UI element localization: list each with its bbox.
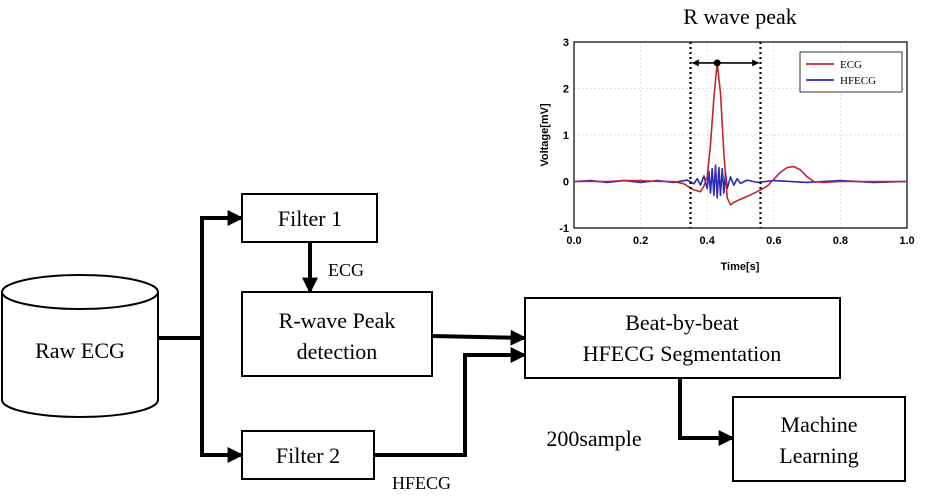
edge-raw-to-filter1 — [158, 210, 244, 340]
x-tick-label: 0.0 — [566, 235, 581, 247]
x-tick-label: 1.0 — [899, 235, 914, 247]
legend-label-hfecg: HFECG — [840, 75, 876, 87]
legend-label-ecg: ECG — [840, 59, 862, 71]
y-tick-labels: -1 0 1 2 3 — [559, 37, 569, 235]
beat-segmentation-node: Beat-by-beat HFECG Segmentation — [524, 297, 841, 379]
filter2-label: Filter 2 — [276, 443, 340, 468]
filter1-box — [241, 193, 378, 243]
x-tick-labels: 0.0 0.2 0.4 0.6 0.8 1.0 — [566, 235, 914, 247]
filter2-node: Filter 2 — [241, 430, 375, 480]
chart-title: R wave peak — [683, 4, 797, 29]
beat-segmentation-line1: Beat-by-beat — [625, 310, 739, 335]
x-axis-title: Time[s] — [721, 261, 760, 273]
filter1-label: Filter 1 — [278, 206, 342, 231]
rpeak-box — [241, 291, 433, 377]
chart-legend: ECG HFECG — [799, 51, 903, 93]
y-tick-label: -1 — [559, 223, 569, 235]
raw-ecg-node: Raw ECG — [0, 274, 159, 418]
rpeak-label-line1: R-wave Peak — [279, 308, 396, 333]
edge-label-ecg: ECG — [328, 260, 364, 280]
x-tick-label: 0.4 — [700, 235, 716, 247]
beat-segmentation-line2: HFECG Segmentation — [583, 341, 782, 366]
x-tick-label: 0.2 — [633, 235, 648, 247]
peak-window — [689, 42, 762, 228]
r-wave-peak-chart: R wave peak -1 0 1 2 3 0.0 0.2 0.4 0.6 0.8 1.0 Vo… — [539, 4, 915, 273]
x-tick-label: 0.6 — [766, 235, 781, 247]
machine-learning-line2: Learning — [779, 443, 858, 468]
edge-label-hfecg: HFECG — [392, 473, 451, 491]
filter1-node: Filter 1 — [241, 193, 378, 243]
peak-marker — [713, 59, 721, 67]
raw-ecg-label: Raw ECG — [35, 338, 125, 363]
machine-learning-line1: Machine — [781, 412, 858, 437]
raw-ecg-cylinder-top — [1, 274, 159, 310]
series-line-ecg — [574, 62, 907, 206]
filter2-box — [241, 430, 375, 480]
machine-learning-node: Machine Learning — [732, 396, 906, 482]
rpeak-node: R-wave Peak detection — [241, 291, 433, 377]
edge-rpeak-to-beat — [431, 329, 527, 346]
legend-frame — [799, 51, 903, 93]
edge-raw-to-filter2 — [200, 338, 244, 463]
chart-series — [573, 62, 908, 206]
y-tick-label: 0 — [563, 177, 569, 189]
raw-ecg-cylinder-body — [0, 292, 159, 418]
machine-learning-box — [732, 396, 906, 482]
y-tick-label: 3 — [563, 37, 569, 49]
chart-plot-frame — [573, 41, 908, 229]
edge-beat-to-ml — [678, 378, 735, 446]
edge-filter2-to-beat — [374, 347, 527, 457]
y-tick-label: 1 — [563, 130, 569, 142]
y-tick-label: 2 — [563, 84, 569, 96]
y-axis-title: Voltage[mV] — [539, 103, 551, 167]
segment-length-label: 200sample — [546, 426, 641, 451]
rpeak-label-line2: detection — [297, 339, 378, 364]
beat-segmentation-box — [524, 297, 841, 379]
x-tick-label: 0.8 — [833, 235, 848, 247]
